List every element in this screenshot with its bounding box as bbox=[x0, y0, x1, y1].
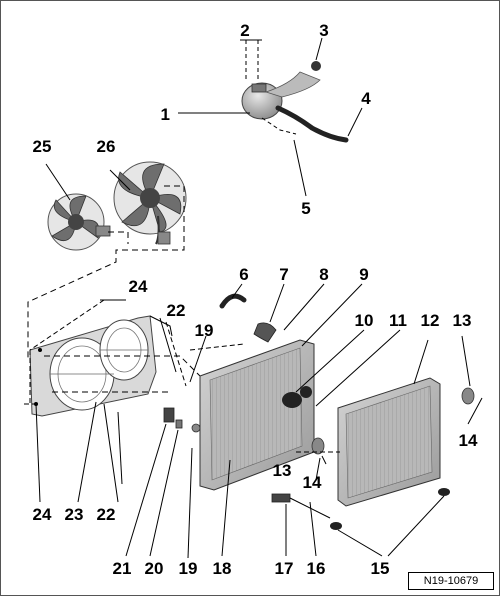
callouts: 1 2 3 4 5 6 7 8 9 10 11 12 13 13 14 14 1… bbox=[33, 21, 478, 578]
callout-15: 15 bbox=[371, 559, 390, 578]
aux-leader-lines bbox=[285, 335, 483, 557]
tank-leader-lines bbox=[178, 37, 363, 197]
radiator-leader-lines bbox=[125, 283, 401, 559]
callout-10: 10 bbox=[355, 311, 374, 330]
fan-shroud bbox=[29, 315, 157, 417]
callout-14-left: 14 bbox=[303, 473, 322, 492]
main-radiator bbox=[191, 339, 315, 491]
callout-21: 21 bbox=[113, 559, 132, 578]
reference-code: N19-10679 bbox=[408, 572, 494, 590]
callout-9: 9 bbox=[359, 265, 368, 284]
callout-18: 18 bbox=[213, 559, 232, 578]
callout-19-bottom: 19 bbox=[179, 559, 198, 578]
callout-12: 12 bbox=[421, 311, 440, 330]
aux-radiator bbox=[271, 377, 475, 530]
callout-22-bottom: 22 bbox=[97, 505, 116, 524]
callout-1: 1 bbox=[161, 105, 170, 124]
callout-25: 25 bbox=[33, 137, 52, 156]
callout-23: 23 bbox=[65, 505, 84, 524]
callout-26: 26 bbox=[97, 137, 116, 156]
callout-24-top: 24 bbox=[129, 277, 148, 296]
callout-13-left: 13 bbox=[273, 461, 292, 480]
fan-large bbox=[113, 161, 187, 245]
shroud-leader-lines bbox=[24, 299, 201, 503]
callout-17: 17 bbox=[275, 559, 294, 578]
callout-2: 2 bbox=[240, 21, 249, 40]
callout-8: 8 bbox=[319, 265, 328, 284]
callout-7: 7 bbox=[279, 265, 288, 284]
callout-19-top: 19 bbox=[195, 321, 214, 340]
callout-5: 5 bbox=[301, 199, 310, 218]
callout-14-right: 14 bbox=[459, 431, 478, 450]
callout-11: 11 bbox=[389, 311, 407, 330]
callout-16: 16 bbox=[307, 559, 326, 578]
fan-small bbox=[47, 193, 111, 251]
fan-leader-lines bbox=[27, 163, 185, 360]
expansion-tank bbox=[241, 61, 349, 143]
callout-22-top: 22 bbox=[167, 301, 186, 320]
callout-3: 3 bbox=[319, 21, 328, 40]
callout-13-right: 13 bbox=[453, 311, 472, 330]
callout-6: 6 bbox=[239, 265, 248, 284]
callout-20: 20 bbox=[145, 559, 164, 578]
callout-24-bottom: 24 bbox=[33, 505, 52, 524]
callout-4: 4 bbox=[361, 89, 371, 108]
